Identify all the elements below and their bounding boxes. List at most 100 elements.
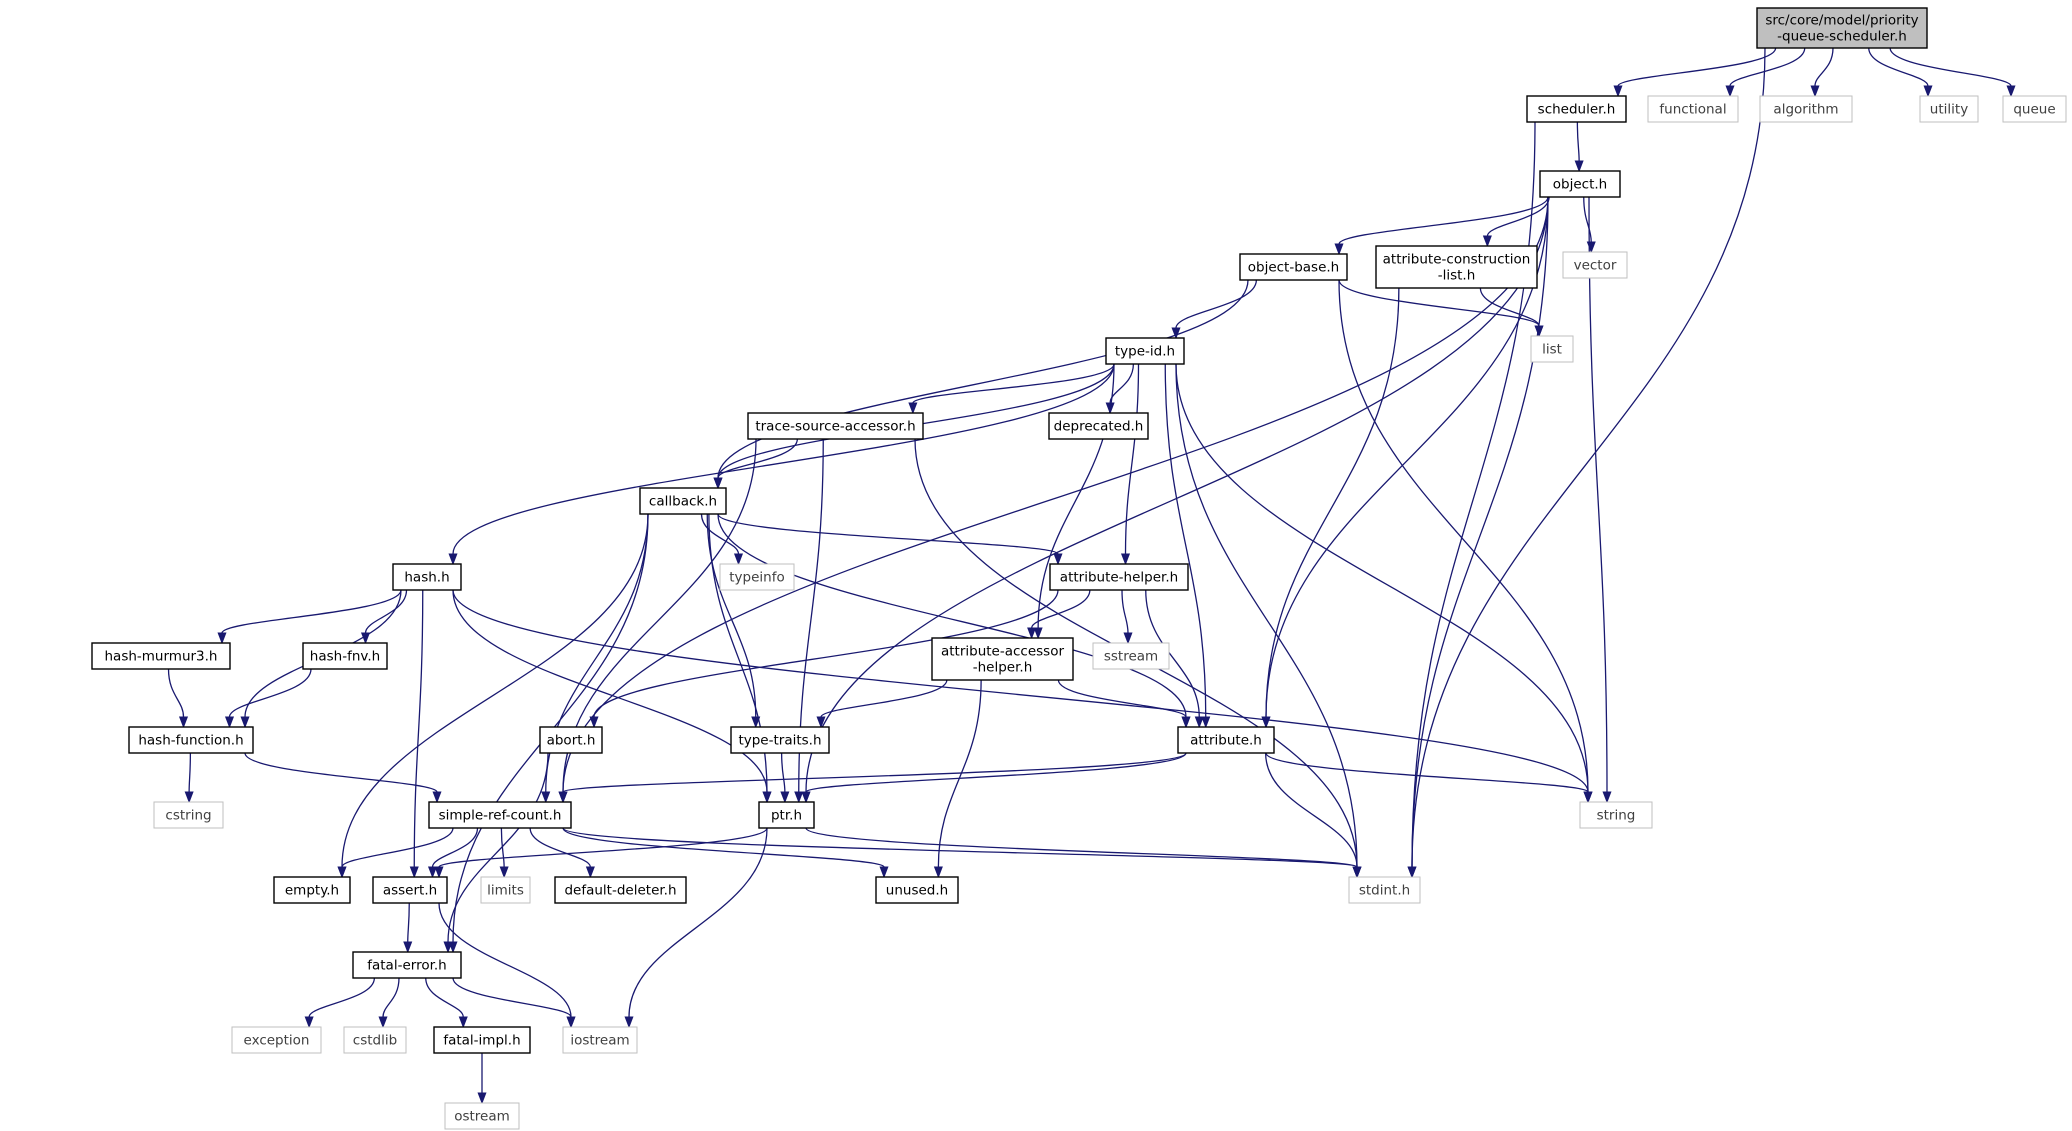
node-label: object.h [1553, 177, 1607, 193]
node-box [372, 876, 448, 904]
edge-typeid-to-stdint [1175, 363, 1362, 879]
edge-objectbase-to-callback [713, 279, 1249, 490]
edge-line [562, 827, 1358, 868]
node-label: string [1597, 808, 1636, 824]
arrowhead-icon [1194, 716, 1204, 729]
node-unused[interactable]: unused.h [875, 876, 959, 904]
node-box [1756, 7, 1928, 49]
edge-line [1411, 196, 1549, 868]
node-label: hash-fnv.h [310, 649, 380, 665]
node-label: cstdlib [353, 1033, 397, 1049]
node-box [1919, 95, 1979, 123]
edge-src-to-assert [427, 827, 479, 879]
edge-typeid-to-tsa [908, 363, 1115, 415]
node-murmur[interactable]: hash-murmur3.h [91, 642, 231, 670]
arrowhead-icon [1053, 553, 1063, 566]
node-root[interactable]: src/core/model/priority-queue-scheduler.… [1756, 7, 1928, 49]
node-deprecated[interactable]: deprecated.h [1048, 412, 1149, 440]
node-label: attribute-helper.h [1060, 570, 1178, 586]
edge-root-to-algorithm [1810, 47, 1834, 98]
edge-line [452, 589, 768, 793]
node-label: stdint.h [1359, 883, 1410, 899]
edge-line [341, 827, 454, 868]
arrowhead-icon [1334, 243, 1344, 256]
edge-line [228, 668, 312, 718]
edge-line [1124, 363, 1140, 555]
node-label: type-id.h [1115, 344, 1175, 360]
node-typeid[interactable]: type-id.h [1105, 337, 1185, 365]
edge-line [452, 589, 1589, 793]
edge-line [1479, 287, 1540, 327]
node-box [1579, 801, 1653, 829]
arrowhead-icon [224, 716, 235, 729]
node-label: hash-murmur3.h [104, 649, 217, 665]
node-label: abort.h [547, 733, 596, 749]
arrowhead-icon [558, 791, 568, 804]
edge-line [221, 589, 402, 634]
arrowhead-icon [801, 791, 811, 804]
edge-attrhelper-to-attribute [1145, 589, 1204, 729]
node-tsa[interactable]: trace-source-accessor.h [747, 412, 924, 440]
edge-callback-to-attrhelper [717, 513, 1063, 566]
node-label: hash-function.h [138, 733, 243, 749]
node-label: algorithm [1773, 102, 1838, 118]
edge-line [431, 827, 479, 868]
node-fatal[interactable]: fatal-error.h [352, 951, 462, 979]
node-empty[interactable]: empty.h [273, 876, 351, 904]
node-objectbase[interactable]: object-base.h [1239, 253, 1348, 281]
edge-line [1109, 363, 1135, 404]
edge-hash-to-ptr [452, 589, 772, 804]
node-box [747, 412, 924, 440]
edge-typeid-to-accessor [1033, 363, 1115, 640]
node-label: attribute-accessor [941, 644, 1065, 660]
node-box [433, 1026, 531, 1054]
node-label: queue [2013, 102, 2055, 118]
node-label: utility [1930, 102, 1968, 118]
node-accessor[interactable]: attribute-accessor-helper.h [931, 637, 1074, 681]
edge-line [628, 827, 768, 1018]
edge-root-to-utility [1868, 47, 1933, 98]
edge-hash-to-assert [409, 589, 424, 879]
node-box [1177, 726, 1275, 754]
edge-line [1265, 752, 1589, 793]
edge-hashfunc-to-src [244, 752, 442, 804]
node-scheduler[interactable]: scheduler.h [1526, 95, 1627, 123]
node-typetraits[interactable]: type-traits.h [730, 726, 830, 754]
edge-line [706, 513, 757, 718]
node-fnv[interactable]: hash-fnv.h [302, 642, 388, 670]
node-src[interactable]: simple-ref-count.h [428, 801, 572, 829]
arrowhead-icon [434, 866, 444, 879]
edge-line [1145, 589, 1200, 718]
node-object[interactable]: object.h [1539, 170, 1621, 198]
edge-line [447, 752, 549, 943]
node-label: hash.h [404, 570, 449, 586]
node-label: default-deleter.h [564, 883, 676, 899]
edge-line [717, 438, 799, 479]
edge-line [500, 827, 505, 868]
node-label: ostream [454, 1109, 510, 1125]
node-attrhelper[interactable]: attribute-helper.h [1049, 563, 1189, 591]
node-assert[interactable]: assert.h [372, 876, 448, 904]
edge-callback-to-typetraits [706, 513, 761, 729]
node-callback[interactable]: callback.h [639, 487, 727, 515]
node-label: ptr.h [771, 808, 802, 824]
node-ptr[interactable]: ptr.h [758, 801, 815, 829]
edge-attrconst-to-list [1479, 287, 1544, 338]
node-cstdlib: cstdlib [343, 1026, 407, 1054]
node-attribute[interactable]: attribute.h [1177, 726, 1275, 754]
node-label: attribute.h [1190, 733, 1262, 749]
node-fatalimpl[interactable]: fatal-impl.h [433, 1026, 531, 1054]
edge-line [562, 752, 1187, 793]
arrowhead-icon [566, 1016, 576, 1029]
node-hash[interactable]: hash.h [392, 563, 462, 591]
arrowhead-icon [499, 866, 509, 879]
arrowhead-icon [1171, 327, 1181, 340]
node-hashfunc[interactable]: hash-function.h [128, 726, 254, 754]
edge-line [1175, 279, 1258, 329]
edge-line [1164, 363, 1207, 718]
node-deleter[interactable]: default-deleter.h [554, 876, 687, 904]
node-attrconst[interactable]: attribute-construction-list.h [1375, 245, 1538, 289]
node-label: iostream [570, 1033, 629, 1049]
node-abort[interactable]: abort.h [539, 726, 603, 754]
